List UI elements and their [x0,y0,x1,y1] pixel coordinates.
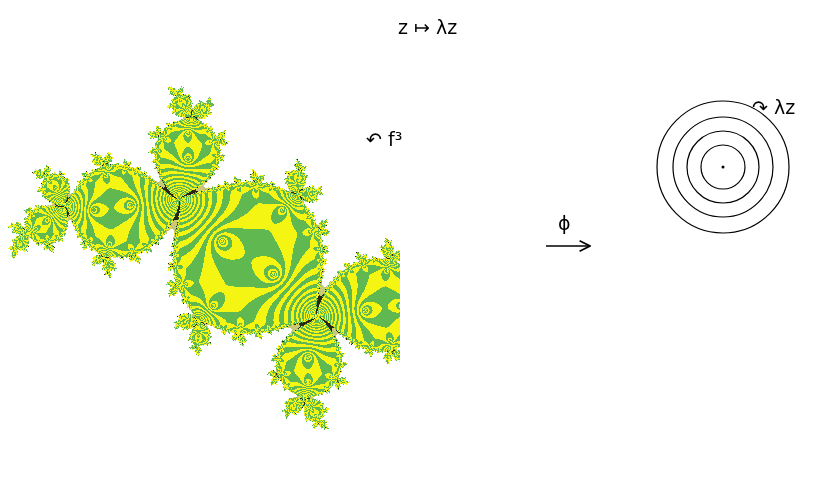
concentric-circles [657,101,789,233]
julia-set [0,0,400,494]
map-arrow [546,245,590,246]
map-formula: z ↦ λz [398,16,457,38]
conjugacy-label: ϕ [558,212,571,234]
iterate-label: ↶ f³ [366,128,402,150]
center-dot [722,166,725,169]
rotation-label: ↷ λz [752,96,795,118]
